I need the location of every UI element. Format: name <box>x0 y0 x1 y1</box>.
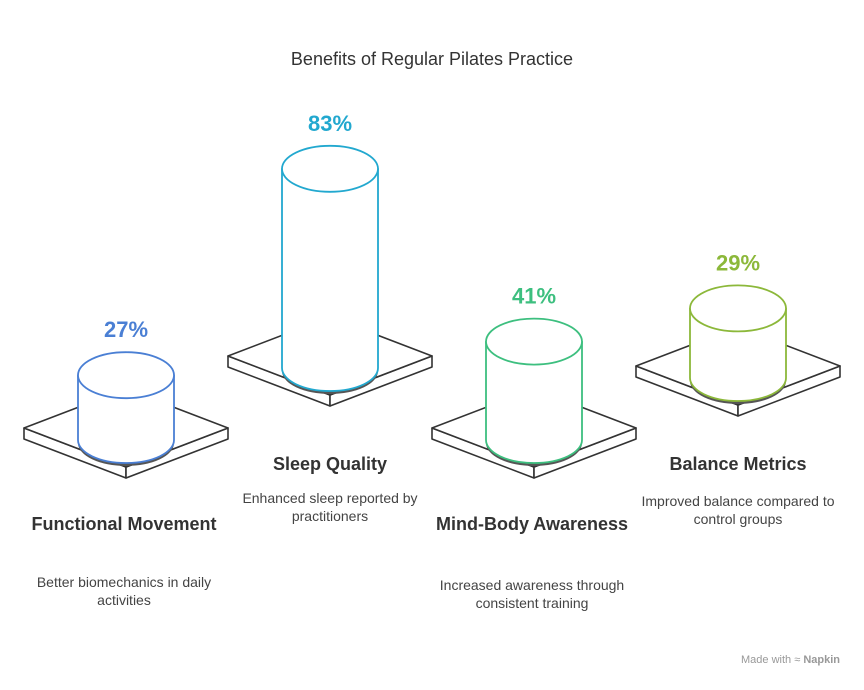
value-label-mind-body-awareness: 41% <box>512 284 556 309</box>
value-label-sleep-quality: 83% <box>308 111 352 136</box>
category-label-functional-movement: Functional Movement <box>31 514 217 534</box>
description-balance-metrics: Improved balance compared to control gro… <box>641 493 835 527</box>
description-mind-body-awareness: Increased awareness through consistent t… <box>439 577 625 611</box>
category-label-mind-body-awareness: Mind-Body Awareness <box>435 514 629 534</box>
cylinder-body-balance-metrics <box>689 307 787 402</box>
cylinder-body-functional-movement <box>77 374 175 464</box>
cylinder-top-functional-movement <box>77 351 175 400</box>
cylinder-body-sleep-quality <box>281 167 379 392</box>
cylinder-top-sleep-quality <box>281 144 379 193</box>
value-label-balance-metrics: 29% <box>716 250 760 275</box>
category-label-balance-metrics: Balance Metrics <box>669 454 807 474</box>
description-functional-movement: Better biomechanics in daily activities <box>36 574 212 608</box>
value-label-functional-movement: 27% <box>104 317 148 342</box>
description-sleep-quality: Enhanced sleep reported by practitioners <box>242 490 418 524</box>
watermark-brand: Napkin <box>803 654 840 666</box>
watermark-text: Made with <box>741 654 792 666</box>
chart-title: Benefits of Regular Pilates Practice <box>290 49 574 69</box>
cylinder-top-balance-metrics <box>689 284 787 333</box>
napkin-logo-icon: ≈ <box>794 654 801 666</box>
category-label-sleep-quality: Sleep Quality <box>272 454 388 474</box>
cylinder-top-mind-body-awareness <box>485 317 583 366</box>
cylinder-body-mind-body-awareness <box>485 340 583 464</box>
napkin-watermark: Made with ≈ Napkin <box>741 654 840 666</box>
